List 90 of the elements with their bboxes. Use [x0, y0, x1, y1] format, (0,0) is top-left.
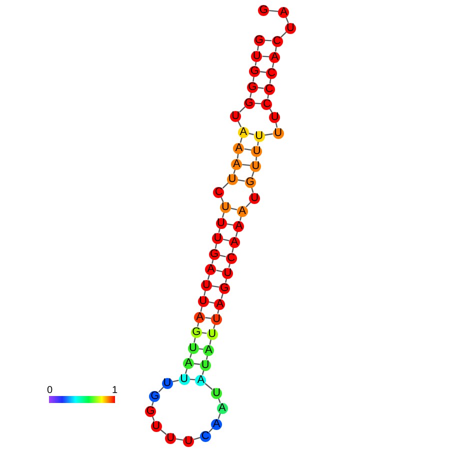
connector-line: [190, 353, 192, 358]
connector-line: [230, 208, 238, 210]
connector-line: [205, 317, 212, 319]
nucleotide-circle: C: [261, 98, 272, 110]
nucleotide-circle: G: [244, 176, 256, 188]
nucleotide-circle: U: [165, 432, 176, 444]
nucleotide-circle: C: [272, 36, 283, 46]
connector-line: [204, 383, 213, 390]
nucleotide-circle: G: [244, 98, 255, 108]
nucleotide-circle: U: [200, 280, 212, 290]
nucleotide-circle: A: [203, 344, 214, 356]
scale-label: 1: [112, 386, 118, 396]
nucleotide-circle: A: [183, 358, 194, 368]
nucleotide-circle: U: [272, 128, 284, 138]
connector-line: [264, 133, 273, 136]
nucleotide-circle: A: [233, 142, 244, 154]
nucleotide-circle: U: [200, 360, 211, 370]
connector-line: [176, 438, 184, 441]
connector-line: [222, 238, 230, 242]
nucleotide-circle: U: [254, 130, 265, 142]
nucleotide-circle: C: [226, 252, 237, 264]
nucleotide-circle: U: [230, 110, 242, 122]
nucleotide-circle: G: [208, 248, 220, 260]
nucleotide-circle: G: [249, 66, 260, 76]
nucleotide-circle: C: [213, 186, 224, 198]
nucleotide-circle: C: [264, 84, 275, 94]
nucleotide-circle: C: [200, 430, 211, 442]
nucleotide-circle: U: [251, 50, 262, 62]
connector-line: [257, 45, 259, 51]
nucleotide-circle: A: [238, 126, 249, 138]
nucleotide-circle: G: [190, 326, 202, 338]
nucleotide-circle: G: [258, 4, 270, 16]
connector-line: [260, 71, 266, 73]
nucleotide-circle: U: [226, 174, 238, 184]
nucleotide-circle: A: [211, 418, 222, 430]
connector-line: [280, 31, 287, 38]
nucleotide-circle: U: [162, 378, 173, 388]
nucleotide-circle: A: [216, 402, 228, 414]
connector-line: [285, 16, 289, 24]
nucleotide-circle: U: [269, 112, 280, 122]
connector-line: [202, 332, 207, 334]
connector-line: [194, 363, 200, 365]
nucleotide-circle: A: [269, 52, 280, 62]
nucleotide-circle: G: [144, 406, 156, 416]
nucleotide-circle: U: [222, 268, 234, 278]
connector-line: [248, 132, 254, 136]
connector-line: [239, 106, 246, 113]
nucleotide-circle: A: [205, 264, 216, 274]
connector-line: [237, 120, 242, 128]
nucleotide-circle: U: [183, 436, 194, 446]
nucleotide-circle: A: [236, 206, 248, 216]
nucleotide-circle: A: [214, 298, 226, 310]
connector-line: [212, 285, 220, 288]
nucleotide-circle: U: [216, 218, 227, 228]
nucleotide-circle: A: [233, 220, 244, 232]
nucleotide-circle: U: [250, 160, 262, 172]
nucleotide-circle: U: [198, 296, 209, 306]
nucleotide-circle: U: [206, 328, 218, 340]
nucleotide-circle: U: [211, 314, 222, 324]
connector-line: [238, 179, 245, 182]
nucleotide-circle: G: [218, 282, 230, 294]
nucleotide-circle: U: [178, 374, 190, 384]
nucleotide-circle: U: [284, 22, 296, 34]
connector-line: [220, 254, 226, 258]
connector-line: [258, 87, 264, 89]
nucleotide-circle: A: [195, 374, 206, 386]
nucleotide-circle: A: [278, 6, 290, 18]
connector-line: [158, 386, 164, 392]
nucleotide-circle: A: [231, 158, 242, 170]
nucleotide-circle: U: [188, 342, 199, 354]
nucleotide-circle: U: [220, 202, 232, 212]
nucleotide-circle: U: [211, 388, 222, 398]
scale-label: 0: [47, 386, 53, 396]
nucleotide-circle: C: [266, 68, 277, 78]
connector-line: [172, 380, 179, 382]
nucleotide-circle: A: [228, 236, 240, 248]
nucleotide-circle: U: [150, 420, 162, 432]
nucleotide-circle: G: [254, 34, 265, 46]
connector-line: [194, 437, 200, 440]
connector-line: [242, 164, 250, 166]
connector-line: [216, 270, 223, 272]
nucleotide-circle: G: [149, 390, 160, 402]
connector-line: [252, 76, 254, 82]
nucleotide-circle: U: [212, 232, 224, 244]
connector-line: [256, 156, 258, 161]
nucleotide-circle: A: [194, 312, 206, 322]
nucleotide-circle: U: [249, 192, 260, 204]
nucleotide-circle: U: [251, 146, 262, 156]
connector-line: [269, 10, 278, 12]
nucleotide-circle: G: [246, 82, 258, 92]
